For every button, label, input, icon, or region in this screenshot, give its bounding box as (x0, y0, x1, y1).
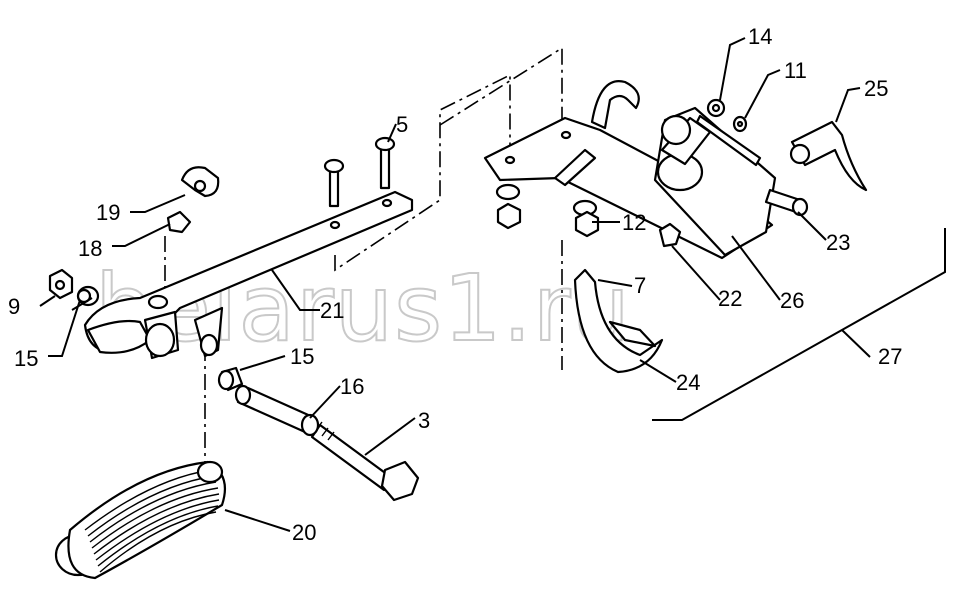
assembly-lines (164, 46, 761, 470)
callout-15-upper: 15 (14, 346, 38, 371)
callout-20: 20 (292, 520, 316, 545)
callout-18: 18 (78, 236, 102, 261)
callout-19: 19 (96, 200, 120, 225)
fitting-part-18 (166, 210, 192, 234)
callout-14: 14 (748, 24, 772, 49)
callout-labels: 3 5 7 9 11 12 14 15 15 16 18 19 20 21 22… (8, 24, 902, 545)
fitting-part-22 (658, 222, 682, 248)
callout-27: 27 (878, 344, 902, 369)
callout-21: 21 (320, 298, 344, 323)
callout-5: 5 (396, 112, 408, 137)
pin-part-16 (234, 384, 320, 437)
bushing-part-15-upper (76, 285, 100, 307)
washer-part-14 (706, 98, 726, 118)
callout-22: 22 (718, 286, 742, 311)
screw-part-23 (764, 188, 809, 217)
callout-15-lower: 15 (290, 344, 314, 369)
callout-24: 24 (676, 370, 700, 395)
callout-3: 3 (418, 408, 430, 433)
panel-part-27 (652, 228, 946, 421)
callout-9: 9 (8, 294, 20, 319)
watermark: belarus1.ru (95, 255, 631, 362)
nuts-part-12 (495, 183, 600, 238)
spring-part (54, 460, 226, 580)
callout-12: 12 (622, 210, 646, 235)
nut-part-9 (48, 268, 74, 300)
pedal-lever-part-21 (83, 190, 414, 360)
callout-23: 23 (826, 230, 850, 255)
pin-part-19 (180, 166, 220, 198)
callout-25: 25 (864, 76, 888, 101)
bushing-part-15-lower (217, 366, 244, 392)
bolt-part-3 (310, 421, 420, 502)
bolts-part-5 (323, 136, 396, 208)
callout-11: 11 (784, 58, 807, 83)
callout-7: 7 (634, 273, 646, 298)
lever-part-25 (789, 120, 868, 192)
callout-16: 16 (340, 374, 364, 399)
washer-part-11 (732, 115, 748, 133)
leader-lines (39, 37, 871, 532)
plate-part-26 (653, 106, 777, 257)
callout-26: 26 (780, 288, 804, 313)
bracket-part-24 (573, 268, 664, 374)
